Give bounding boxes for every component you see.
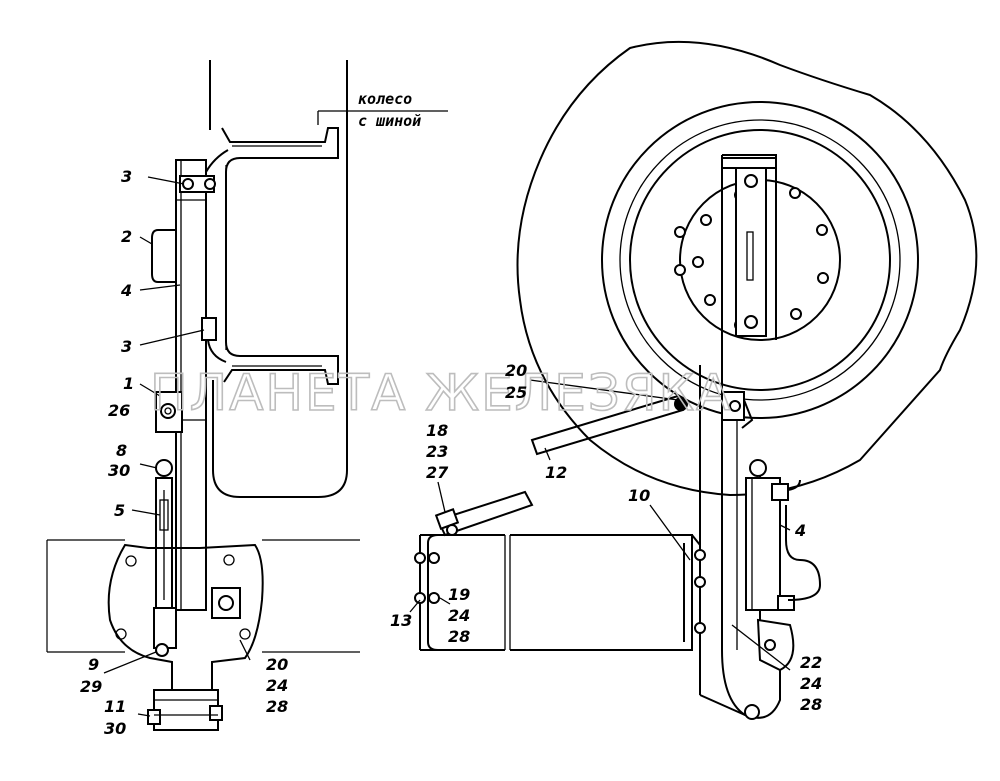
wheel-label-line1: колесо (358, 90, 412, 108)
callout-4-right: 4 (794, 521, 806, 540)
callout-30-upper: 30 (108, 461, 130, 480)
callout-8: 8 (116, 441, 127, 460)
wheel-label-line2: с шиной (358, 112, 421, 130)
tire-outline (516, 40, 978, 497)
callout-18: 18 (426, 421, 448, 440)
callout-12: 12 (545, 463, 567, 482)
callout-22: 22 (800, 653, 822, 672)
callout-25: 25 (505, 383, 527, 402)
callout-4-left: 4 (120, 281, 132, 300)
bracket-plate (155, 391, 183, 433)
callout-23: 23 (426, 442, 448, 461)
callout-19: 19 (448, 585, 470, 604)
callout-24-left: 24 (266, 676, 288, 695)
callout-28-left: 28 (266, 697, 288, 716)
lower-hinge (147, 689, 223, 731)
callout-24-right: 24 (800, 674, 822, 693)
frame-beam (46, 539, 360, 653)
handle (151, 229, 176, 283)
bracket-post (175, 159, 207, 611)
callout-20-left: 20 (266, 655, 288, 674)
left-side-view (46, 60, 360, 731)
callout-28-middle: 28 (448, 627, 470, 646)
callout-28-right: 28 (800, 695, 822, 714)
top-support-bracket (434, 490, 534, 537)
mounting-plate (107, 543, 264, 711)
callout-20-right: 20 (505, 361, 527, 380)
right-lift-cylinder (745, 459, 822, 672)
wheel-clamp-bar (735, 167, 767, 337)
callout-10: 10 (628, 486, 650, 505)
callout-3-upper: 3 (121, 167, 132, 186)
callout-30-lower: 30 (104, 719, 126, 738)
callout-24-middle: 24 (448, 606, 470, 625)
right-front-view (516, 40, 978, 720)
upper-clamp (179, 149, 229, 193)
left-leaders (103, 176, 251, 717)
lift-cylinder (153, 459, 177, 657)
callout-29: 29 (80, 677, 102, 696)
lower-clamp (201, 317, 227, 363)
callout-1: 1 (123, 374, 134, 393)
right-leaders (529, 379, 791, 671)
lever-bracket (721, 391, 754, 429)
callout-5: 5 (114, 501, 125, 520)
callout-2: 2 (121, 227, 132, 246)
callout-13: 13 (390, 611, 412, 630)
watermark: ПЛАНЕТА ЖЕЛЕЗЯКА (150, 364, 732, 422)
callout-27: 27 (426, 463, 449, 482)
callout-26: 26 (108, 401, 130, 420)
wheel-side-view (209, 60, 348, 498)
middle-section-view (409, 481, 693, 651)
callout-3-lower: 3 (121, 337, 132, 356)
callout-9: 9 (88, 655, 99, 674)
callout-11: 11 (104, 697, 126, 716)
rim-outer (601, 101, 919, 419)
